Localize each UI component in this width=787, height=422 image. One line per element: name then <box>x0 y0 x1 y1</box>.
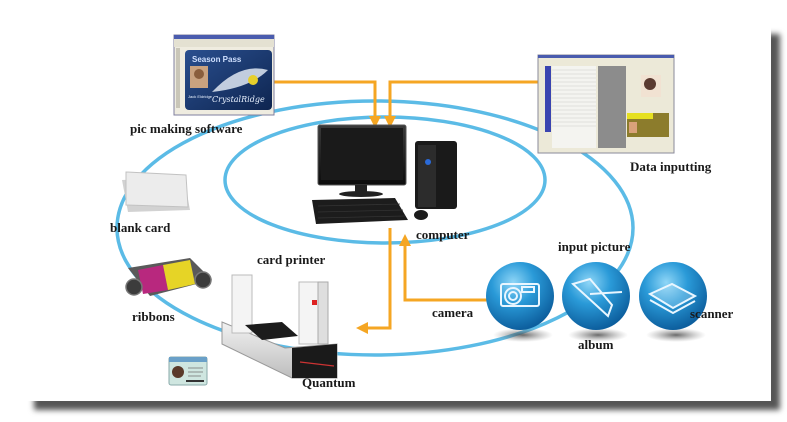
album-node[interactable] <box>562 262 630 342</box>
blank-card-node[interactable] <box>122 171 190 212</box>
printer-input-hopper <box>231 274 253 334</box>
pic-software-node[interactable]: Season Pass CrystalRidge Jack Eldridge <box>173 34 275 116</box>
label-computer: computer <box>416 227 470 242</box>
label-scanner: scanner <box>690 306 734 321</box>
arrow-computer-to-printer <box>356 228 392 334</box>
album-icon <box>571 277 623 318</box>
connector-arrows <box>270 80 540 334</box>
card-title: Season Pass <box>192 55 242 64</box>
ribbons-node[interactable] <box>125 258 212 296</box>
printer-cover <box>245 322 298 340</box>
label-ribbons: ribbons <box>132 309 175 324</box>
card-printer-node[interactable] <box>221 274 338 379</box>
blank-card-front <box>125 171 189 208</box>
arrow-camera-to-computer <box>399 234 492 302</box>
camera-icon <box>500 283 540 307</box>
camera-node[interactable] <box>486 262 554 342</box>
scanner-node[interactable] <box>639 262 707 342</box>
data-table <box>552 66 596 148</box>
label-camera: camera <box>432 305 474 320</box>
label-pic-making-software: pic making software <box>130 121 243 136</box>
mouse <box>414 210 428 220</box>
label-blank-card: blank card <box>110 220 171 235</box>
arrow-data-to-computer <box>384 80 540 128</box>
arrow-software-to-computer <box>270 80 381 128</box>
label-album: album <box>578 337 614 352</box>
monitor-stand <box>355 185 367 193</box>
label-data-inputting: Data inputting <box>630 159 712 174</box>
label-quantum: Quantum <box>302 375 356 390</box>
card-brand: CrystalRidge <box>212 95 265 104</box>
data-input-node[interactable] <box>537 54 675 154</box>
ribbon-magenta <box>138 265 168 294</box>
album-sphere <box>562 262 630 330</box>
label-input-picture: input picture <box>558 239 631 254</box>
ribbon-yellow <box>163 260 195 290</box>
quantum-id-card[interactable] <box>168 356 208 386</box>
scanner-sphere <box>639 262 707 330</box>
data-table-sidebar <box>545 66 551 132</box>
card-holder-name: Jack Eldridge <box>188 94 213 99</box>
label-card-printer: card printer <box>257 252 325 267</box>
computer-node[interactable] <box>312 124 457 224</box>
scanner-icon <box>647 282 698 315</box>
data-gray-panel <box>598 66 626 148</box>
